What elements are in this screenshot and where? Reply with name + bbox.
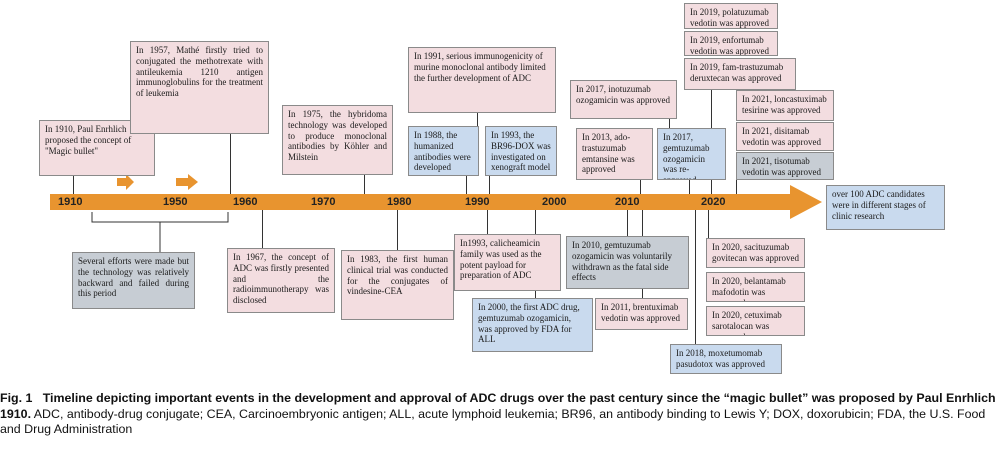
year-1990: 1990 bbox=[465, 196, 490, 208]
event-2020-sacituzumab: In 2020, sacituzumab govitecan was appro… bbox=[706, 238, 805, 268]
connector-2017 bbox=[669, 119, 670, 128]
connector-2020 bbox=[708, 210, 709, 238]
year-1910: 1910 bbox=[58, 196, 83, 208]
connector-2013 bbox=[640, 180, 641, 194]
year-1960: 1960 bbox=[233, 196, 258, 208]
event-failed-period: Several efforts were made but the techno… bbox=[72, 252, 195, 309]
connector-1967 bbox=[262, 210, 263, 248]
connector-1975 bbox=[364, 175, 365, 194]
event-2010-withdrawn: In 2010, gemtuzumab ozogamicin was volun… bbox=[566, 236, 689, 289]
event-2019-enfortumab: In 2019, enfortumab vedotin was approved bbox=[684, 31, 778, 56]
event-1957-mathe: In 1957, Mathé firstly tried to conjugat… bbox=[130, 41, 269, 134]
connector-1983 bbox=[397, 210, 398, 250]
caption-label: Fig. 1 bbox=[0, 391, 33, 405]
year-1950: 1950 bbox=[163, 196, 188, 208]
small-arrow-2 bbox=[176, 174, 198, 190]
event-2013-ado-trastuzumab: In 2013, ado-trastuzumab emtansine was a… bbox=[576, 128, 653, 180]
figure-caption: Fig. 1 Timeline depicting important even… bbox=[0, 391, 999, 438]
event-2021-disitamab: In 2021, disitamab vedotin was approved bbox=[736, 122, 834, 151]
year-2010: 2010 bbox=[615, 196, 640, 208]
event-2020-belantamab: In 2020, belantamab mafodotin was approv… bbox=[706, 272, 805, 302]
timeline-arrow-shape bbox=[50, 185, 822, 219]
event-1993-calicheamicin: In1993, calicheamicin family was used as… bbox=[454, 234, 561, 291]
connector-2017b bbox=[689, 180, 690, 194]
connector-1988 bbox=[466, 176, 467, 194]
connector-2021 bbox=[736, 180, 737, 194]
event-1988-humanized: In 1988, the humanized antibodies were d… bbox=[408, 126, 479, 176]
connector-2018 bbox=[695, 210, 696, 344]
event-2019-fam-trastuzumab: In 2019, fam-trastuzumab deruxtecan was … bbox=[684, 58, 796, 90]
connector-1993-cali bbox=[487, 210, 488, 234]
small-arrow-1 bbox=[117, 174, 134, 190]
year-2020: 2020 bbox=[701, 196, 726, 208]
event-2011-brentuximab: In 2011, brentuximab vedotin was approve… bbox=[595, 298, 688, 330]
event-2021-tisotumab: In 2021, tisotumab vedotin was approved bbox=[736, 152, 834, 180]
year-1980: 1980 bbox=[387, 196, 412, 208]
connector-1993 bbox=[489, 176, 490, 194]
event-2020-cetuximab: In 2020, cetuximab sarotalocan was appro… bbox=[706, 306, 805, 336]
event-2018-moxetumomab: In 2018, moxetumomab pasudotox was appro… bbox=[670, 344, 782, 374]
event-2019-polatuzumab: In 2019, polatuzumab vedotin was approve… bbox=[684, 3, 778, 29]
event-future-candidates: over 100 ADC candidates were in differen… bbox=[826, 185, 945, 230]
connector-1991 bbox=[477, 113, 478, 126]
period-bracket bbox=[91, 212, 229, 223]
event-1967-adc-concept: In 1967, the concept of ADC was firstly … bbox=[227, 248, 335, 313]
connector-1957 bbox=[230, 134, 231, 194]
event-1993-br96-dox: In 1993, the BR96-DOX was investigated o… bbox=[485, 126, 557, 176]
event-2017-gemtuzumab-reapproved: In 2017, gemtuzumab ozogamicin was re-ap… bbox=[657, 128, 726, 180]
year-2000: 2000 bbox=[542, 196, 567, 208]
year-1970: 1970 bbox=[311, 196, 336, 208]
caption-abbreviations: ADC, antibody-drug conjugate; CEA, Carci… bbox=[0, 406, 986, 437]
event-1991-immunogenicity: In 1991, serious immunogenicity of murin… bbox=[408, 47, 556, 113]
connector-2010 bbox=[627, 210, 628, 236]
event-1983-clinical-trial: In 1983, the first human clinical trial … bbox=[341, 250, 454, 320]
event-1975-hybridoma: In 1975, the hybridoma technology was de… bbox=[282, 105, 393, 175]
event-2017-inotuzumab: In 2017, inotuzumab ozogamicin was appro… bbox=[570, 80, 677, 119]
caption-title: Timeline depicting important events in t… bbox=[0, 391, 996, 421]
event-2021-loncastuximab: In 2021, loncastuximab tesirine was appr… bbox=[736, 90, 834, 121]
event-2000-first-adc: In 2000, the first ADC drug, gemtuzumab … bbox=[472, 298, 593, 352]
connector-1910 bbox=[73, 176, 74, 194]
